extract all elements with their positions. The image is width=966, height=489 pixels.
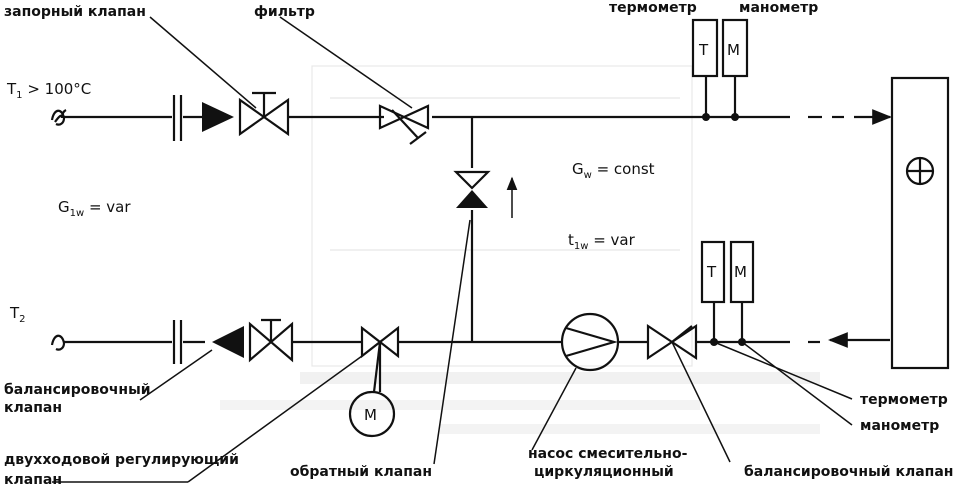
label-manometer-top: манометр: [739, 0, 818, 16]
motor-letter: M: [364, 406, 377, 424]
two-way-control-valve: [348, 325, 400, 438]
label-thermometer-top: термометр: [609, 0, 697, 16]
bypass-line: [453, 117, 518, 342]
instrument-letter-m-bottom: M: [734, 263, 747, 281]
return-line: [50, 320, 890, 364]
shutoff-valve: [238, 91, 290, 137]
ghost-background: [220, 65, 820, 434]
label-two-way-valve-1: двухходовой регулирующий: [4, 452, 239, 468]
leader-lines: [52, 16, 853, 483]
supply-balancing-triangle: [202, 102, 234, 132]
right-balancing-valve: [646, 323, 698, 361]
label-pump-1: насос смесительно-: [528, 446, 688, 462]
bottom-instruments: [700, 240, 755, 346]
mixing-pump: [560, 312, 620, 372]
formula-gw: Gw = const: [572, 160, 655, 181]
instrument-letter-t-top: T: [698, 41, 709, 59]
label-manometer-bottom: манометр: [860, 418, 939, 434]
formula-t1w: t1w = var: [568, 231, 636, 252]
heat-consumer: [890, 76, 950, 370]
filter-valve: [378, 104, 430, 145]
top-instruments: [691, 18, 749, 121]
label-balancing-valve-right: балансировочный клапан: [744, 464, 953, 480]
label-balancing-valve-left-1: балансировочный: [4, 382, 151, 398]
formula-t1: T1 > 100°C: [6, 80, 91, 101]
label-filter: фильтр: [254, 4, 315, 20]
instrument-letter-t-bottom: T: [706, 263, 717, 281]
instrument-letter-m-top: M: [727, 41, 740, 59]
formula-g1w: G1w = var: [58, 198, 131, 219]
supply-line: [50, 95, 892, 141]
label-thermometer-bottom: термометр: [860, 392, 948, 408]
label-balancing-valve-left-2: клапан: [4, 400, 62, 416]
formula-t2: T2: [9, 304, 26, 325]
label-pump-2: циркуляционный: [534, 464, 674, 480]
label-check-valve: обратный клапан: [290, 464, 432, 480]
label-two-way-valve-2: клапан: [4, 472, 62, 488]
return-balancing-triangle: [212, 326, 244, 358]
label-shutoff-valve: запорный клапан: [4, 4, 146, 20]
return-balancing-valve: [248, 318, 294, 363]
